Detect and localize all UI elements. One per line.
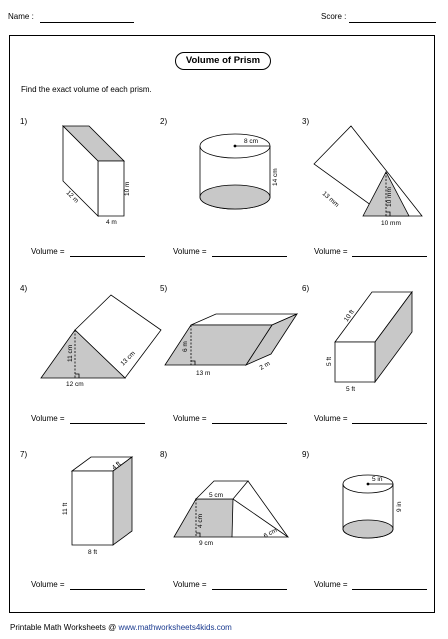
- volume-answer-8[interactable]: [212, 589, 287, 590]
- volume-answer-2[interactable]: [212, 256, 287, 257]
- p9-label-b: 9 in: [396, 501, 403, 512]
- p4-label-a: 11 cm: [67, 345, 74, 362]
- figure-5-parallelogram-prism: [164, 313, 299, 366]
- volume-label-2: Volume =: [173, 247, 207, 256]
- p7-label-a: 4 ft: [111, 460, 123, 471]
- p5-label-c: 2 m: [259, 360, 272, 371]
- volume-label-8: Volume =: [173, 580, 207, 589]
- p6-label-c: 5 ft: [346, 386, 355, 393]
- worksheet-title: Volume of Prism: [175, 52, 271, 70]
- volume-answer-3[interactable]: [352, 256, 427, 257]
- problem-number-6: 6): [302, 284, 310, 293]
- problem-number-3: 3): [302, 117, 310, 126]
- p5-label-b: 13 m: [196, 370, 210, 377]
- footer-site-link[interactable]: www.mathworksheets4kids.com: [118, 623, 232, 632]
- problem-number-7: 7): [20, 450, 28, 459]
- p9-label-a: 5 in: [372, 476, 383, 483]
- p5-label-a: 6 m: [182, 341, 189, 352]
- figure-4-triangular-prism: [40, 294, 162, 379]
- p8-label-c: 9 cm: [199, 540, 213, 547]
- footer-prefix: Printable Math Worksheets @: [10, 623, 119, 632]
- footer: Printable Math Worksheets @ www.mathwork…: [10, 623, 232, 632]
- figure-2-cylinder: [199, 133, 271, 210]
- instructions: Find the exact volume of each prism.: [21, 85, 152, 94]
- volume-label-4: Volume =: [31, 414, 65, 423]
- figure-7-rectangular-prism: [70, 456, 134, 546]
- volume-label-7: Volume =: [31, 580, 65, 589]
- p4-label-b: 12 cm: [66, 381, 84, 388]
- volume-answer-7[interactable]: [70, 589, 145, 590]
- volume-label-5: Volume =: [173, 414, 207, 423]
- volume-label-6: Volume =: [314, 414, 348, 423]
- p2-label-a: 8 cm: [244, 138, 258, 145]
- figure-8-trapezoidal-prism: [173, 480, 290, 538]
- worksheet-frame: [9, 35, 435, 613]
- volume-answer-6[interactable]: [352, 423, 427, 424]
- p2-label-b: 14 cm: [272, 168, 279, 186]
- figure-9-cylinder: [342, 474, 394, 539]
- p3-label-a: 13 mm: [321, 190, 340, 209]
- volume-label-3: Volume =: [314, 247, 348, 256]
- problem-number-1: 1): [20, 117, 28, 126]
- figure-6-square-prism: [334, 290, 413, 384]
- problem-number-4: 4): [20, 284, 28, 293]
- figure-3-triangular-prism: [313, 125, 423, 217]
- name-field[interactable]: [40, 22, 134, 23]
- p7-label-b: 11 ft: [62, 503, 69, 515]
- p8-label-a: 5 cm: [209, 492, 223, 499]
- p7-label-c: 8 ft: [88, 549, 97, 556]
- figure-1-rectangular-prism: [62, 125, 125, 217]
- p1-label-c: 4 m: [106, 219, 117, 226]
- score-label: Score :: [321, 12, 347, 21]
- volume-answer-5[interactable]: [212, 423, 287, 424]
- volume-label-9: Volume =: [314, 580, 348, 589]
- problem-number-8: 8): [160, 450, 168, 459]
- volume-answer-1[interactable]: [70, 256, 145, 257]
- p6-label-b: 5 ft: [326, 357, 333, 366]
- problem-number-2: 2): [160, 117, 168, 126]
- p1-label-b: 10 m: [124, 182, 131, 196]
- p3-label-b: 10 mm: [386, 187, 393, 207]
- problem-number-9: 9): [302, 450, 310, 459]
- problem-number-5: 5): [160, 284, 168, 293]
- volume-answer-9[interactable]: [352, 589, 427, 590]
- p8-label-b: 4 cm: [197, 514, 204, 528]
- p3-label-c: 10 mm: [381, 220, 401, 227]
- name-label: Name :: [8, 12, 34, 21]
- volume-answer-4[interactable]: [70, 423, 145, 424]
- score-field[interactable]: [349, 22, 436, 23]
- volume-label-1: Volume =: [31, 247, 65, 256]
